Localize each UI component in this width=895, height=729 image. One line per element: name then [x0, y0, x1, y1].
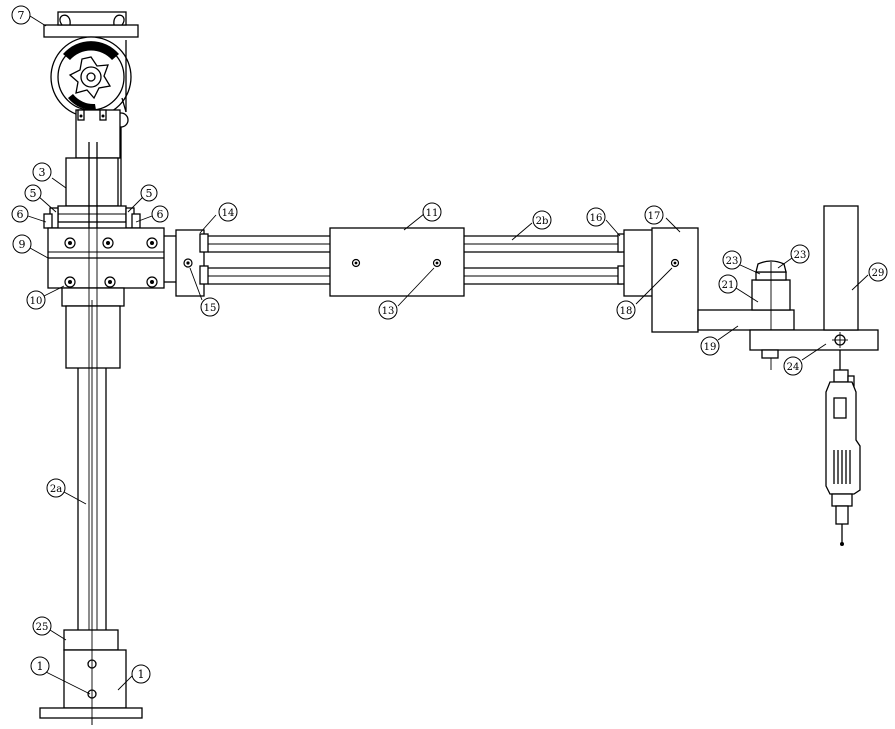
- callout-6-right: 6: [157, 208, 164, 221]
- callout-13: 13: [382, 306, 395, 317]
- sliding-carriage: [329, 227, 465, 297]
- callout-11: 11: [426, 208, 439, 219]
- callout-19: 19: [704, 342, 717, 353]
- callout-1-right: 1: [138, 668, 145, 681]
- callout-7: 7: [18, 9, 25, 22]
- callout-3: 3: [39, 166, 46, 179]
- callout-23-left: 23: [726, 256, 739, 267]
- callout-2a: 2a: [50, 484, 62, 495]
- callout-9: 9: [19, 238, 26, 251]
- callout-21: 21: [722, 280, 735, 291]
- callout-18: 18: [620, 306, 633, 317]
- callout-16: 16: [590, 213, 603, 224]
- arm-rods-right: [464, 235, 622, 285]
- arm-rods-left: [208, 235, 330, 285]
- callout-17: 17: [648, 211, 661, 222]
- electric-screwdriver: [825, 350, 861, 546]
- balancer-bracket: [75, 109, 121, 159]
- callout-2b: 2b: [536, 216, 549, 227]
- callout-29: 29: [872, 268, 885, 279]
- callout-15: 15: [204, 303, 217, 314]
- leader-lines: [27, 15, 869, 695]
- callouts: 7 3 5 5 6 6 9 10 14 15 11 13 2b 16 17 18: [11, 5, 888, 684]
- tool-holder: [697, 205, 879, 370]
- column-base: [39, 629, 143, 725]
- callout-14: 14: [222, 208, 235, 219]
- callout-25: 25: [36, 622, 49, 633]
- callout-1-left: 1: [37, 660, 44, 673]
- arm-left-clamp: [164, 229, 209, 297]
- callout-5-left: 5: [30, 187, 37, 200]
- callout-24: 24: [787, 362, 800, 373]
- clamp-block: [47, 227, 165, 289]
- callout-6-left: 6: [17, 208, 24, 221]
- callout-5-right: 5: [146, 187, 153, 200]
- callout-10: 10: [30, 296, 43, 307]
- upper-column: [43, 157, 141, 229]
- callout-23-right: 23: [794, 250, 807, 261]
